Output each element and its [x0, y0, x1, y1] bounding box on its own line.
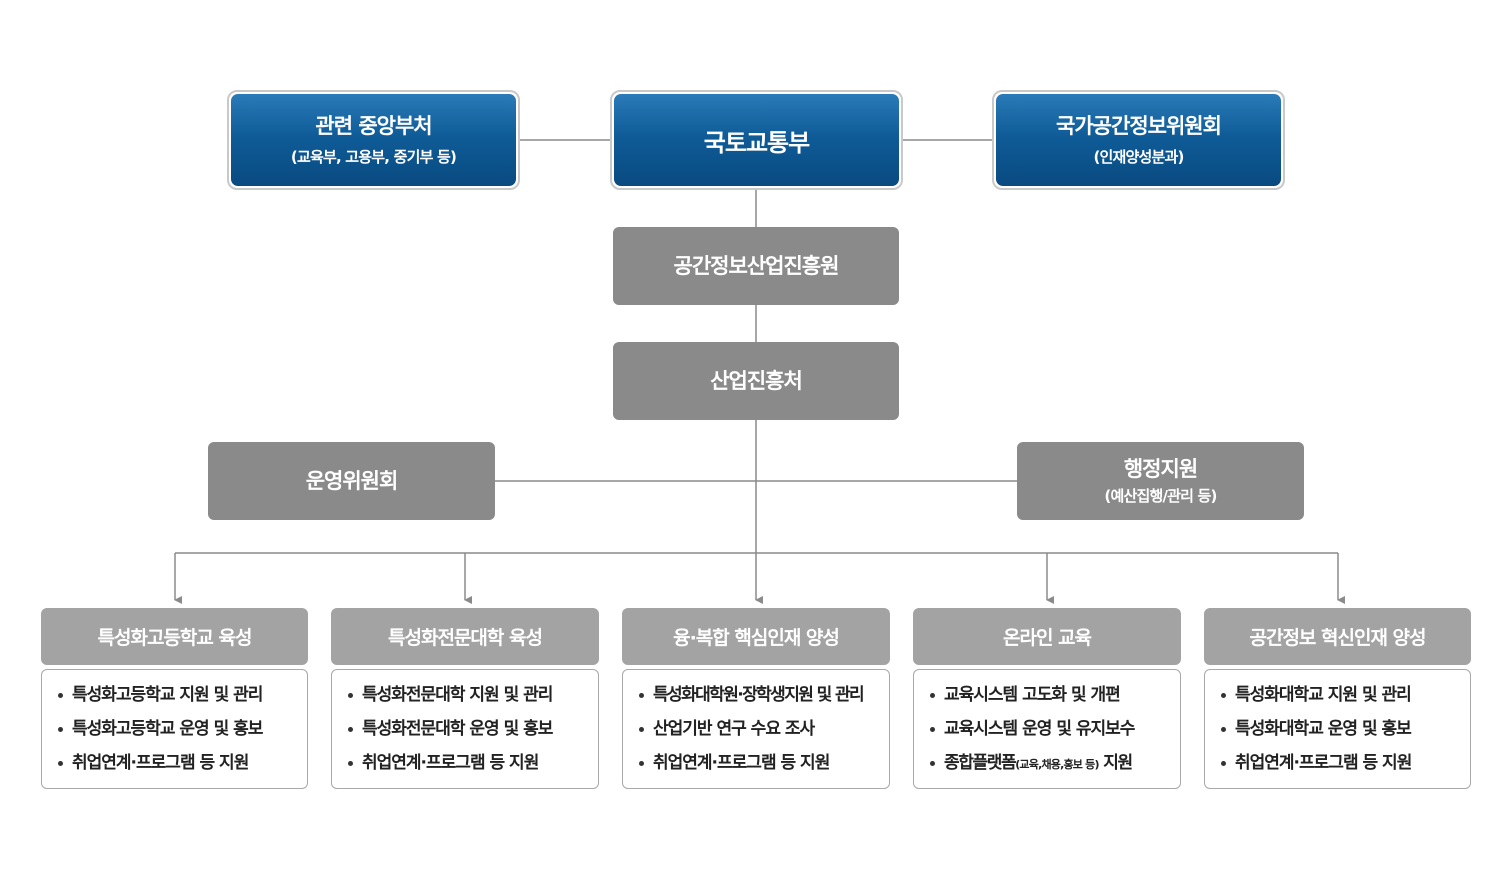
list-item: 특성화대학원·장학생지원 및 관리: [639, 680, 889, 714]
list-item: 취업연계·프로그램 등 지원: [58, 748, 307, 782]
unit-head-convergence-talent: 융·복합 핵심인재 양성: [622, 608, 890, 665]
list-item: 교육시스템 고도화 및 개편: [930, 680, 1180, 714]
box-spatial-committee: 국가공간정보위원회 (인재양성분과): [992, 90, 1285, 190]
related-ministries-title: 관련 중앙부처: [315, 114, 432, 139]
related-ministries-sub: (교육부, 고용부, 중기부 등): [290, 147, 457, 166]
spatial-committee-title: 국가공간정보위원회: [1056, 114, 1222, 139]
admin-support-title: 행정지원: [1123, 457, 1198, 482]
unit-list-vocational-high: 특성화고등학교 지원 및 관리 특성화고등학교 운영 및 홍보 취업연계·프로그…: [41, 669, 308, 789]
molit-title: 국토교통부: [703, 128, 810, 157]
platform-note: (교육,채용,홍보 등): [1015, 758, 1099, 771]
unit-head-vocational-high: 특성화고등학교 육성: [41, 608, 308, 665]
list-item: 취업연계·프로그램 등 지원: [1221, 748, 1470, 782]
list-item: 특성화전문대학 지원 및 관리: [348, 680, 598, 714]
unit-head-innovative-talent: 공간정보 혁신인재 양성: [1204, 608, 1471, 665]
unit-head-vocational-college: 특성화전문대학 육성: [331, 608, 599, 665]
list-item: 특성화대학교 지원 및 관리: [1221, 680, 1470, 714]
unit-list-convergence-talent: 특성화대학원·장학생지원 및 관리 산업기반 연구 수요 조사 취업연계·프로그…: [622, 669, 890, 789]
box-steering-committee: 운영위원회: [208, 442, 495, 520]
box-division: 산업진흥처: [613, 342, 899, 420]
unit-list-vocational-college: 특성화전문대학 지원 및 관리 특성화전문대학 운영 및 홍보 취업연계·프로그…: [331, 669, 599, 789]
box-agency: 공간정보산업진흥원: [613, 227, 899, 305]
list-item: 교육시스템 운영 및 유지보수: [930, 714, 1180, 748]
agency-title: 공간정보산업진흥원: [673, 253, 840, 278]
box-related-ministries: 관련 중앙부처 (교육부, 고용부, 중기부 등): [227, 90, 520, 190]
box-molit: 국토교통부: [610, 90, 903, 190]
list-item: 특성화고등학교 운영 및 홍보: [58, 714, 307, 748]
list-item: 취업연계·프로그램 등 지원: [348, 748, 598, 782]
platform-suffix: 지원: [1098, 753, 1133, 773]
spatial-committee-sub: (인재양성분과): [1093, 147, 1184, 166]
admin-support-sub: (예산집행/관리 등): [1104, 486, 1217, 505]
list-item: 특성화고등학교 지원 및 관리: [58, 680, 307, 714]
steering-committee-title: 운영위원회: [305, 468, 399, 493]
list-item: 종합플랫폼(교육,채용,홍보 등) 지원: [930, 748, 1180, 782]
unit-list-innovative-talent: 특성화대학교 지원 및 관리 특성화대학교 운영 및 홍보 취업연계·프로그램 …: [1204, 669, 1471, 789]
list-item: 취업연계·프로그램 등 지원: [639, 748, 889, 782]
platform-label: 종합플랫폼: [944, 753, 1017, 773]
list-item: 특성화대학교 운영 및 홍보: [1221, 714, 1470, 748]
list-item: 특성화전문대학 운영 및 홍보: [348, 714, 598, 748]
list-item: 산업기반 연구 수요 조사: [639, 714, 889, 748]
division-title: 산업진흥처: [710, 368, 803, 393]
unit-head-online-education: 온라인 교육: [913, 608, 1181, 665]
box-admin-support: 행정지원 (예산집행/관리 등): [1017, 442, 1304, 520]
unit-list-online-education: 교육시스템 고도화 및 개편 교육시스템 운영 및 유지보수 종합플랫폼(교육,…: [913, 669, 1181, 789]
